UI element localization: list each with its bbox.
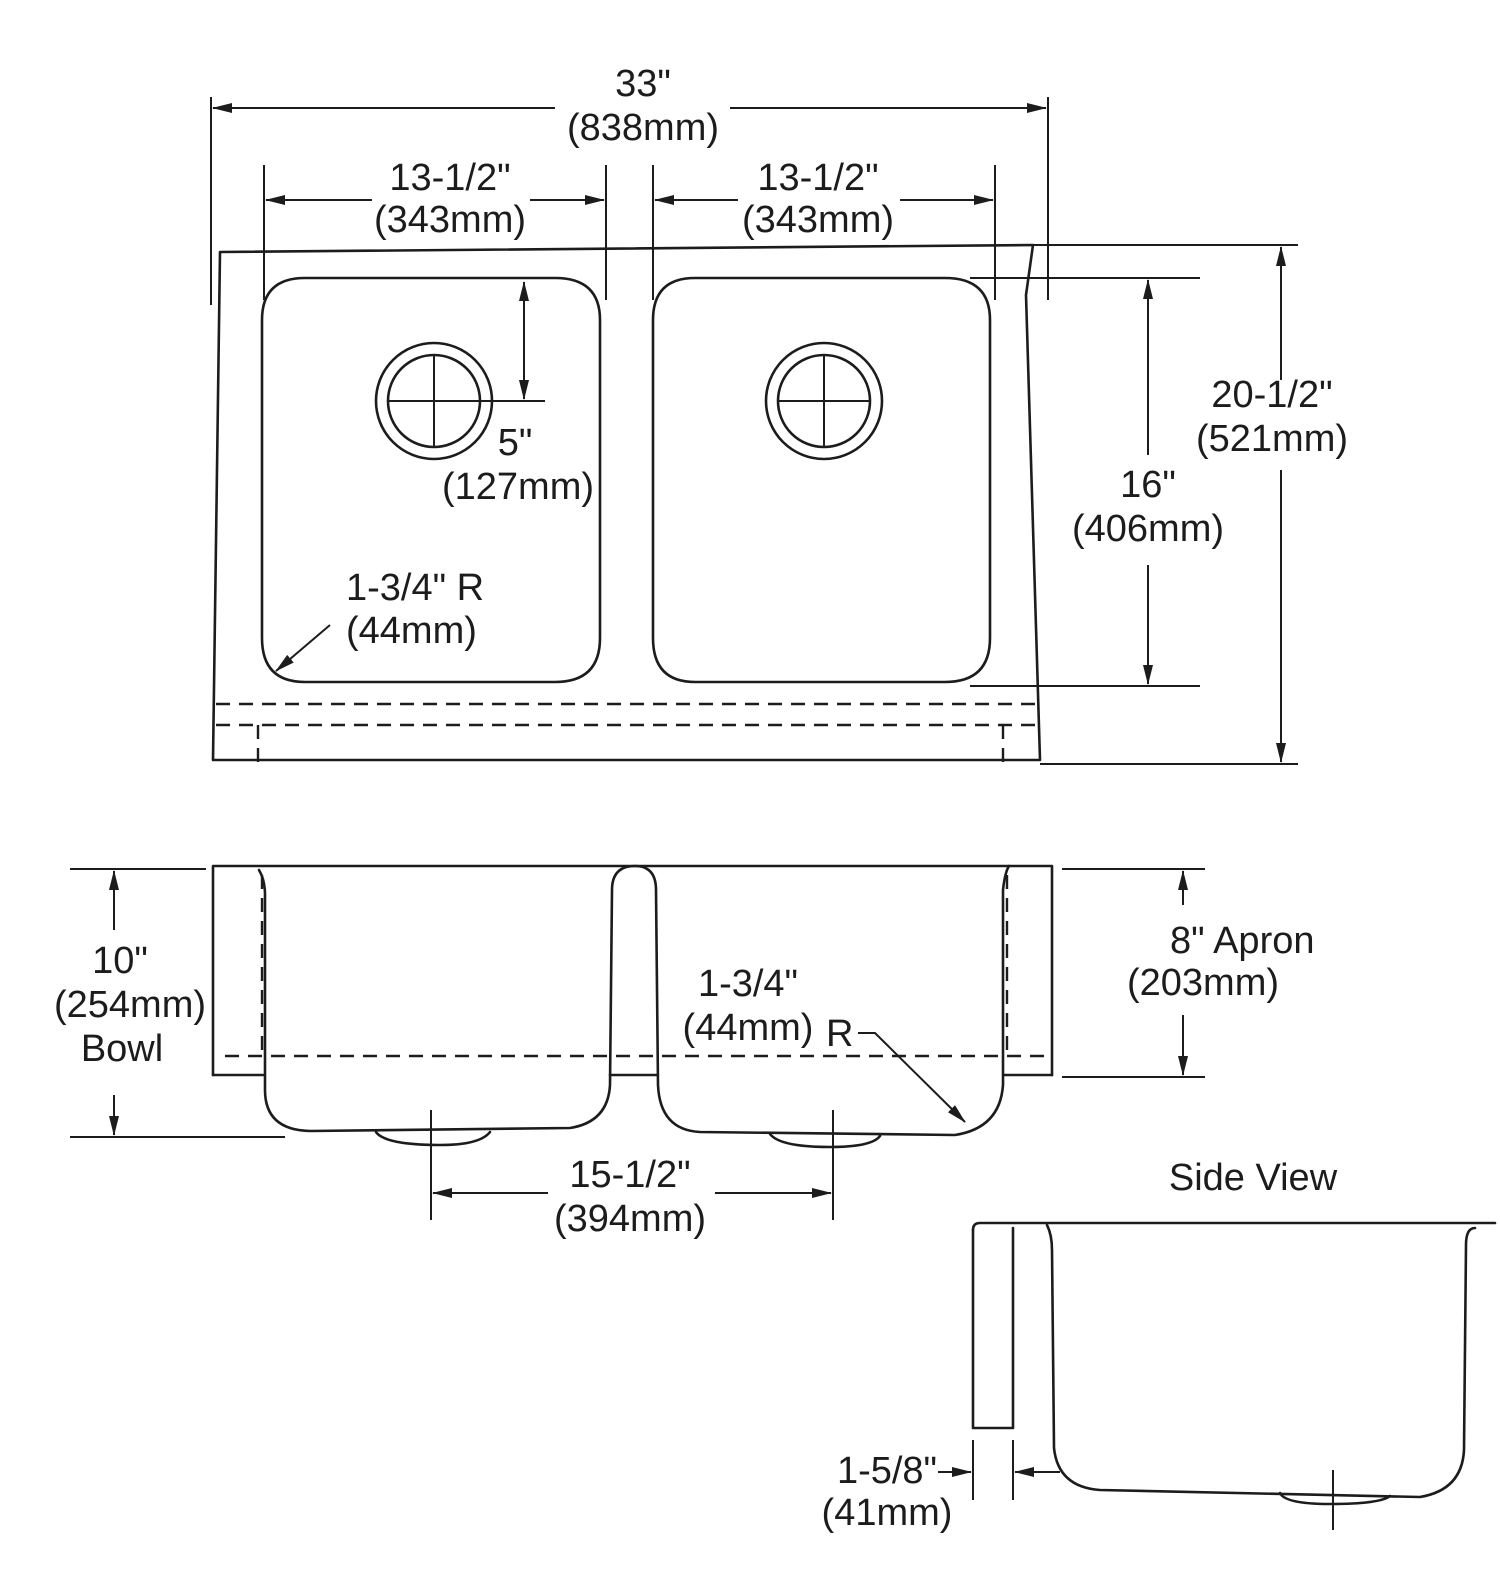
- apron-height-metric: (203mm): [1127, 962, 1279, 1004]
- drain-spacing-metric: (394mm): [554, 1198, 706, 1240]
- corner-radius-front-imperial: 1-3/4": [698, 963, 798, 1005]
- drain-offset-imperial: 5": [498, 422, 533, 464]
- bowl-length-imperial: 16": [1120, 464, 1176, 506]
- top-view: 33" (838mm) 13-1/2" (343mm) 13-1/2" (343…: [210, 63, 1348, 765]
- left-drain-icon: [374, 341, 494, 461]
- corner-radius-top-metric: (44mm): [346, 610, 477, 652]
- right-bowl-width-imperial: 13-1/2": [757, 157, 878, 199]
- front-apron-outline: [211, 864, 1054, 1077]
- right-drain-icon: [764, 341, 884, 461]
- bowl-depth-metric: (254mm): [54, 984, 206, 1026]
- front-left-bowl: [257, 864, 1011, 1137]
- bowl-length-metric: (406mm): [1072, 508, 1224, 550]
- top-view-outline: [211, 243, 1042, 762]
- left-bowl-width-imperial: 13-1/2": [389, 157, 510, 199]
- right-bowl-outline: [651, 276, 992, 684]
- corner-radius-top-imperial: 1-3/4" R: [346, 567, 484, 609]
- overall-depth-metric: (521mm): [1196, 418, 1348, 460]
- bowl-depth-suffix: Bowl: [81, 1028, 163, 1070]
- apron-height-imperial: 8" Apron: [1170, 920, 1315, 962]
- left-bowl-width-metric: (343mm): [374, 199, 526, 241]
- right-bowl-width-metric: (343mm): [742, 199, 894, 241]
- side-view: Side View 1-5/8" (41mm): [822, 1157, 1497, 1534]
- apron-thickness-imperial: 1-5/8": [837, 1450, 937, 1492]
- side-drain: [1278, 1491, 1392, 1506]
- side-view-title: Side View: [1169, 1157, 1338, 1199]
- bowl-depth-imperial: 10": [92, 940, 148, 982]
- side-bowl-outline: [1045, 1223, 1477, 1499]
- corner-radius-front-metric: (44mm): [683, 1007, 814, 1049]
- apron-thickness-metric: (41mm): [822, 1492, 953, 1534]
- side-apron-outline: [971, 1221, 1497, 1232]
- left-bowl-outline: [260, 276, 602, 684]
- overall-width-imperial: 33": [615, 63, 671, 105]
- front-view: 10" (254mm) Bowl 8" Apron (203mm) 1-3/4"…: [54, 864, 1315, 1240]
- corner-radius-front-suffix: R: [826, 1013, 853, 1055]
- drain-offset-metric: (127mm): [442, 466, 594, 508]
- drain-spacing-imperial: 15-1/2": [569, 1154, 690, 1196]
- overall-depth-imperial: 20-1/2": [1211, 374, 1332, 416]
- overall-width-metric: (838mm): [567, 107, 719, 149]
- front-right-drain: [768, 1132, 882, 1149]
- front-left-drain: [374, 1130, 492, 1147]
